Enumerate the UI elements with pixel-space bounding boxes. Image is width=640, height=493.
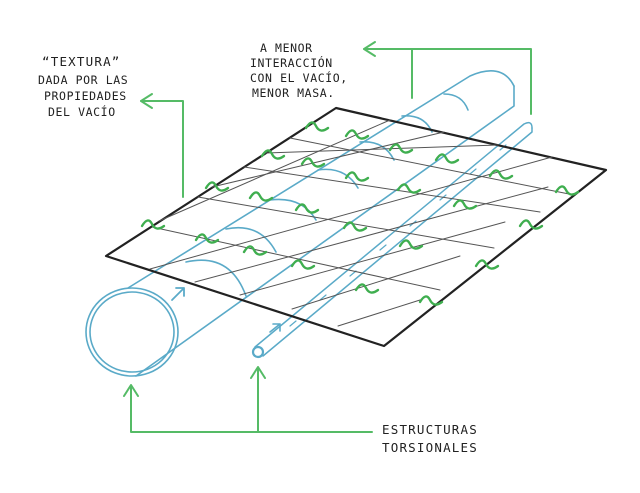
torsion-hook [434,153,460,164]
arrow-to-menor-masa [363,48,532,115]
grid-line [197,196,495,249]
label-textura-line4: DEL VACÍO [48,104,116,119]
torsion-hook [354,283,380,294]
torsion-hook [518,219,544,230]
arrow-to-estructuras [130,367,373,433]
grid-lines-b [151,137,575,291]
small-tube-end [251,345,265,359]
torsion-hook [140,219,166,230]
label-estructuras-torsionales: ESTRUCTURAS TORSIONALES [382,422,478,455]
tube-arc [317,168,359,189]
grid-line [149,156,553,270]
label-menor-line3: CON EL VACÍO, [250,70,348,85]
torsion-hook [488,169,514,180]
grid-line [194,186,549,283]
tube-arc [443,93,469,111]
label-menor-line4: MENOR MASA. [252,86,335,100]
torsion-hook [396,183,422,194]
grid-line [291,255,461,310]
grid-line [289,137,575,196]
small-tube-top-edge [254,121,533,348]
grid-lines-a [149,119,553,327]
torsion-hook [294,203,320,214]
grid-line [211,131,445,188]
grid-line [158,119,391,222]
large-tube-end-outer [85,287,179,377]
small-tube-flow-arrow [269,323,281,333]
torsion-hook [290,259,316,270]
tube-arc [269,198,317,221]
torsion-hook [344,171,370,182]
grid-line [243,166,541,213]
torsion-hook [452,199,478,210]
label-textura-line3: PROPIEDADES [44,89,127,103]
torsion-hook [554,185,580,196]
small-tube-dashes [289,144,507,327]
torsion-hook [418,295,444,306]
tube-arc [225,226,277,253]
torsion-hook [260,149,286,160]
label-estructuras-line1: ESTRUCTURAS [382,422,478,437]
large-tube-bottom-edge [135,85,515,377]
arrow-head-menor-masa [363,41,376,57]
arrow-to-textura [140,100,184,198]
large-tube-flow-arrow [171,287,185,301]
arrow-head-textura [140,93,153,109]
torsion-hook [194,233,220,244]
torsion-hook [342,221,368,232]
torsion-hook [474,259,500,270]
grid-line [239,221,506,296]
large-tube-top-edge [127,70,515,289]
label-menor-masa: A MENOR INTERACCIÓN CON EL VACÍO, MENOR … [250,41,348,100]
torsion-hook [304,121,330,132]
torsion-hook [204,181,230,192]
grid-line [337,299,421,327]
label-textura-line2: DADA POR LAS [38,73,128,87]
sheet-outline [104,106,608,348]
label-menor-line1: A MENOR [260,41,313,55]
label-textura-line1: “TEXTURA” [42,54,121,69]
torsion-hook [248,191,274,202]
tube-arc [359,141,395,161]
large-torsional-tube [85,70,515,377]
torsion-hook [300,157,326,168]
spacetime-grid-sheet [104,106,608,348]
torsion-hook [388,143,414,154]
torsion-hook [398,239,424,250]
grid-line [265,144,499,154]
torsion-hooks [140,121,580,306]
torsion-hook [344,129,370,140]
grid-line [151,226,441,291]
arrow-head-big-tube [123,384,139,397]
label-estructuras-line2: TORSIONALES [382,440,478,455]
small-tube-bottom-edge [262,127,533,357]
tube-arc [185,259,247,297]
label-menor-line2: INTERACCIÓN [250,55,333,70]
label-textura: “TEXTURA” DADA POR LAS PROPIEDADES DEL V… [38,54,128,119]
pointer-arrows [123,41,532,433]
arrow-head-small-tube [250,366,266,379]
large-tube-end-inner [89,291,175,373]
torsion-hook [242,245,268,256]
